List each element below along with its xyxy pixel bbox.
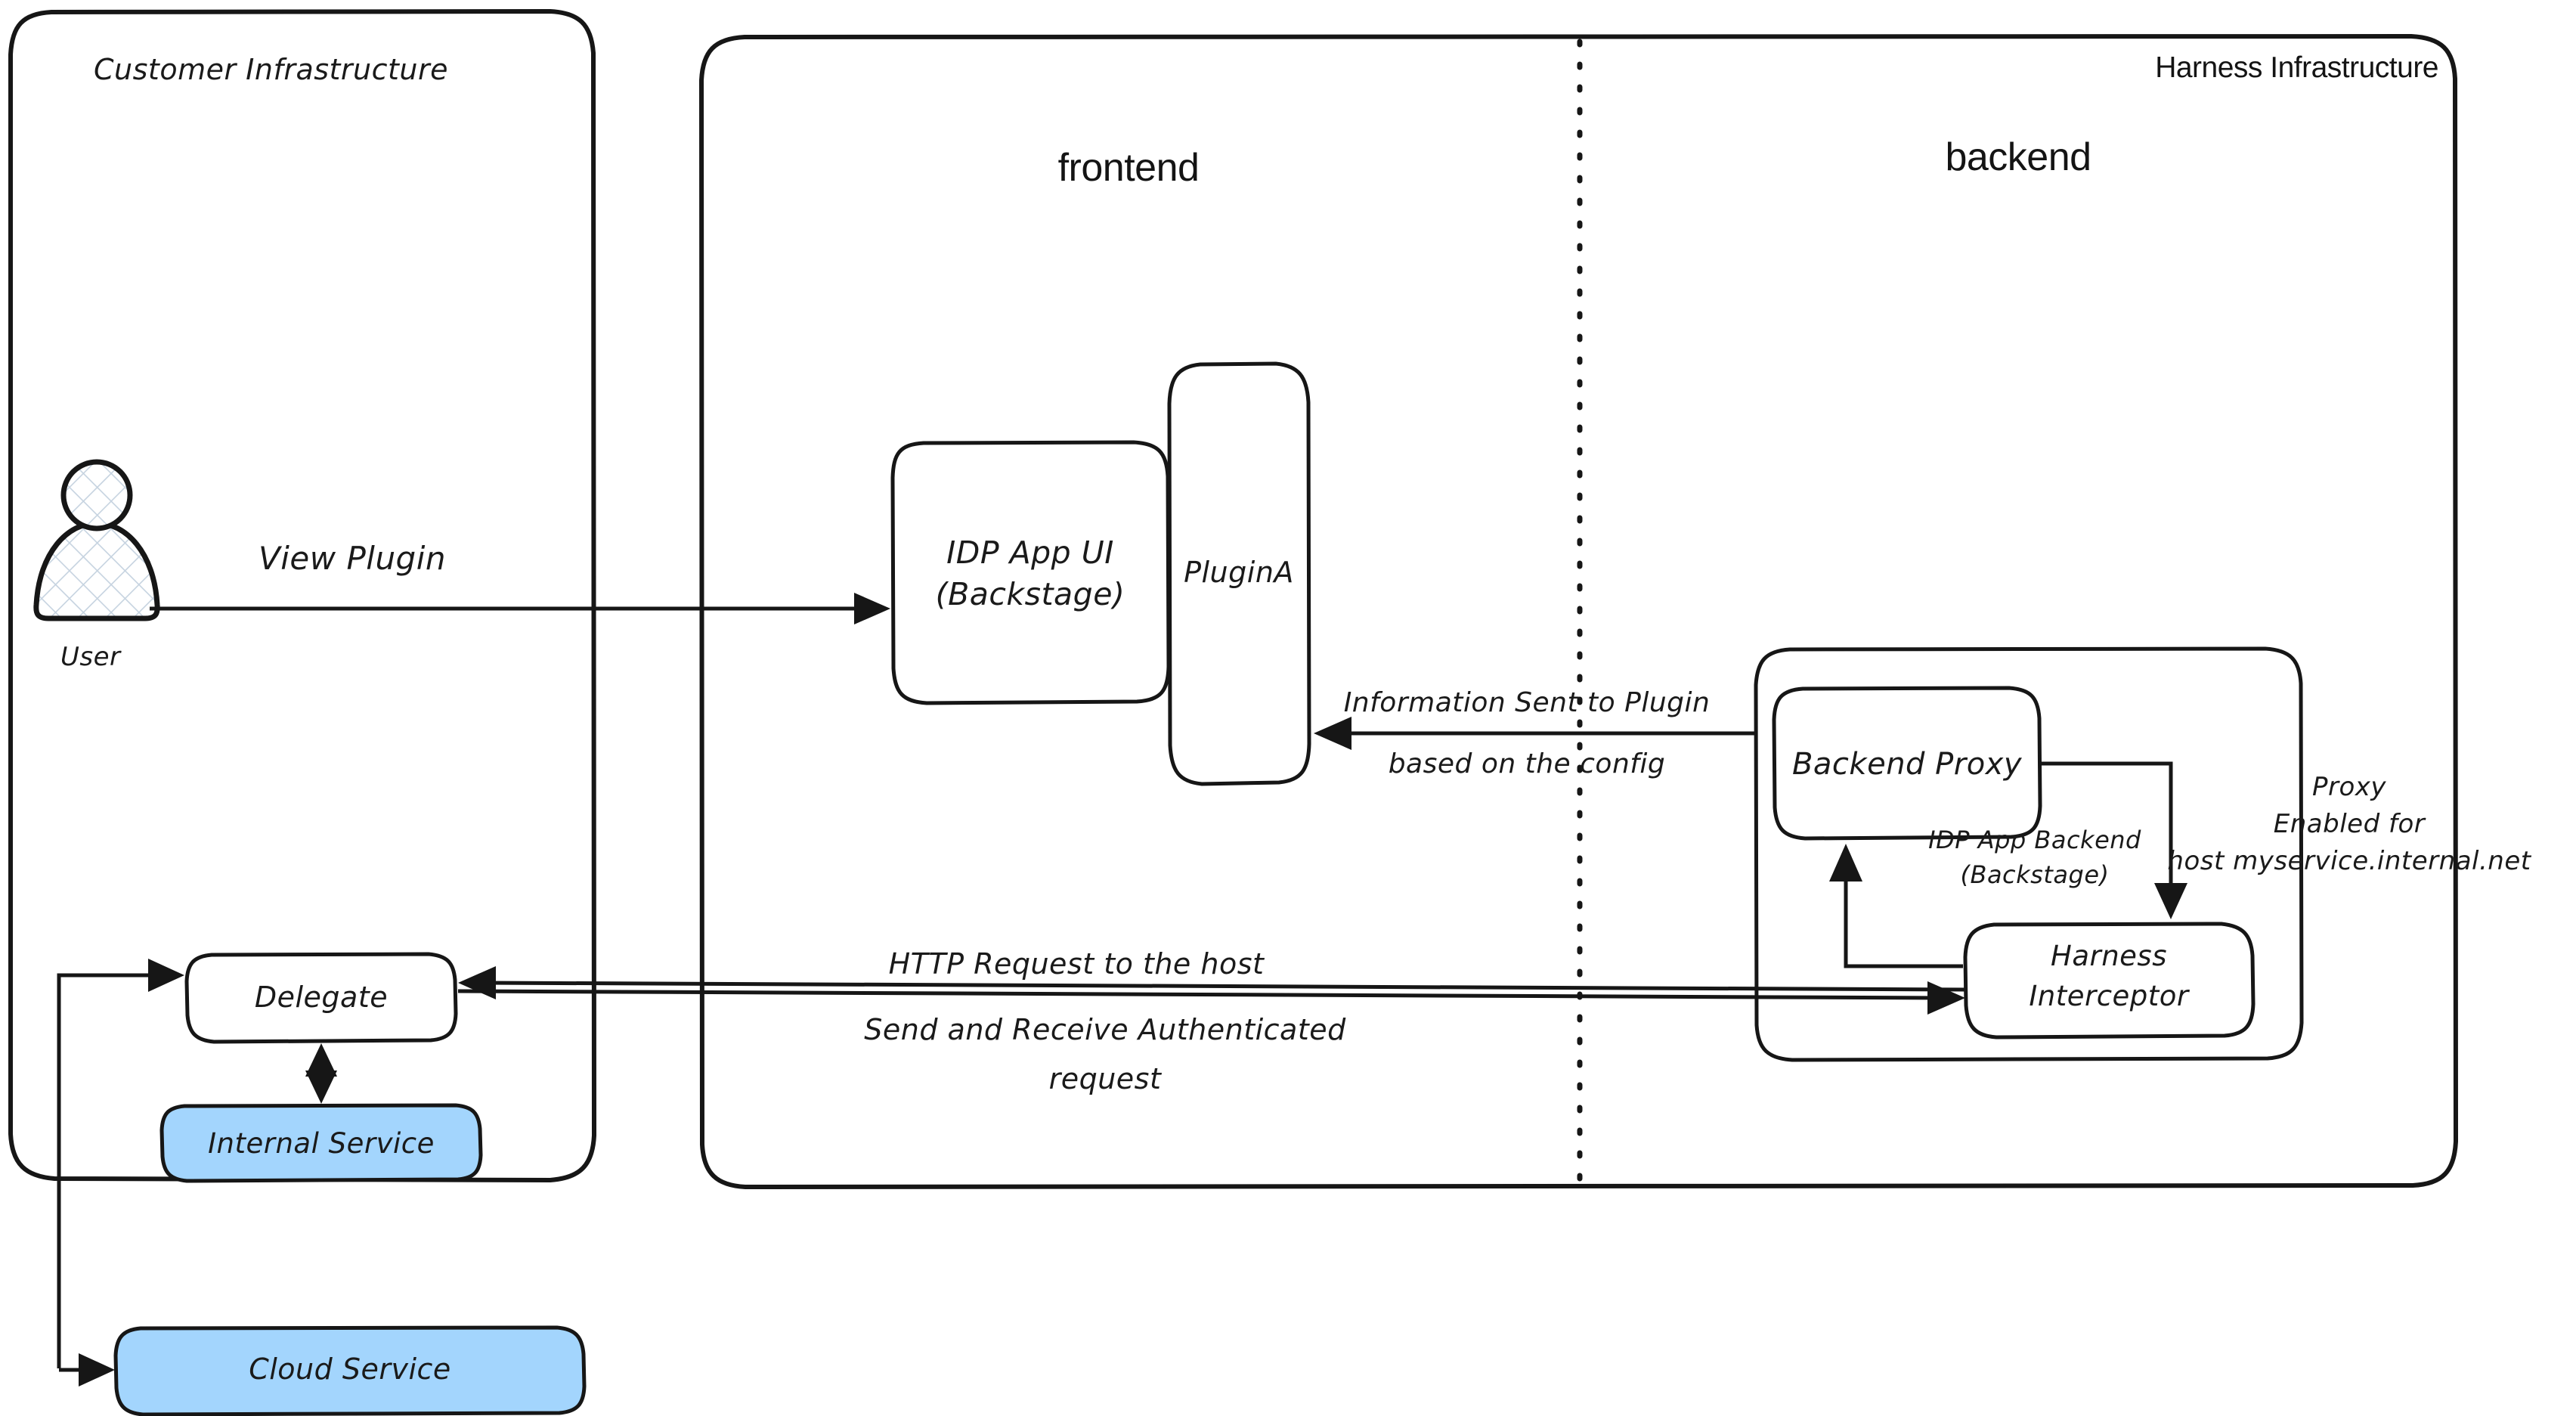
authenticated-request-arrowhead <box>1927 981 1965 1015</box>
harness-interceptor-label-line1: Harness <box>2051 940 2167 972</box>
authenticated-request-label-line2: request <box>1049 1062 1163 1095</box>
proxy-to-interceptor-arrowhead <box>2154 883 2187 919</box>
internal-service-label: Internal Service <box>208 1127 435 1160</box>
edge-authenticated-request <box>457 981 1965 1015</box>
cloud-service-label: Cloud Service <box>249 1352 451 1386</box>
information-to-plugin-label-line1: Information Sent to Plugin <box>1344 687 1711 718</box>
customer-infrastructure-label: Customer Infrastructure <box>94 53 448 86</box>
view-plugin-arrowhead <box>854 593 890 624</box>
node-backend-proxy[interactable]: Backend Proxy <box>1772 686 2042 841</box>
node-delegate[interactable]: Delegate <box>184 952 458 1044</box>
node-idp-app-ui[interactable]: IDP App UI (Backstage) <box>890 440 1171 705</box>
user-label: User <box>60 642 122 672</box>
rail-to-delegate-arrowhead <box>148 959 184 992</box>
view-plugin-label: View Plugin <box>259 540 446 577</box>
edge-proxy-to-interceptor <box>2040 761 2187 919</box>
http-request-label: HTTP Request to the host <box>889 947 1265 981</box>
harness-infrastructure-outline <box>699 34 2458 1189</box>
rail-to-delegate-line <box>57 973 159 1368</box>
backend-proxy-label: Backend Proxy <box>1792 747 2023 782</box>
idp-app-backend-outline <box>1754 646 2304 1062</box>
delegate-internal-service-arrowhead-down <box>305 1071 337 1104</box>
user-actor-icon <box>33 459 160 621</box>
node-harness-interceptor[interactable]: Harness Interceptor <box>1963 922 2256 1040</box>
node-plugin-a[interactable]: PluginA <box>1167 361 1311 786</box>
proxy-enabled-line2: Enabled for <box>2274 809 2426 839</box>
customer-infrastructure-outline <box>8 9 596 1182</box>
idp-app-ui-label-line1: IDP App UI <box>946 534 1114 571</box>
authenticated-request-label-line1: Send and Receive Authenticated <box>864 1013 1346 1046</box>
frontend-lane-label: frontend <box>1058 146 1200 190</box>
information-to-plugin-label-line2: based on the config <box>1389 748 1666 779</box>
idp-app-ui-box[interactable] <box>890 440 1171 705</box>
edge-rail-to-delegate <box>57 959 184 1368</box>
proxy-to-interceptor-line <box>2040 761 2173 894</box>
proxy-enabled-line3: host myservice.internal.net <box>2167 846 2531 876</box>
information-to-plugin-arrowhead <box>1314 717 1351 750</box>
idp-app-backend-label-line1: IDP App Backend <box>1928 826 2141 854</box>
container-customer-infrastructure <box>8 9 596 1182</box>
http-request-line <box>483 981 1966 992</box>
container-idp-app-backend <box>1754 646 2304 1062</box>
harness-interceptor-label-line2: Interceptor <box>2029 980 2191 1012</box>
edge-interceptor-to-proxy <box>1829 844 1963 968</box>
container-harness-infrastructure <box>699 34 2458 1189</box>
proxy-enabled-line1: Proxy <box>2312 772 2386 802</box>
interceptor-to-proxy-line <box>1844 871 1963 968</box>
authenticated-request-line <box>457 989 1940 1000</box>
delegate-label: Delegate <box>255 981 388 1014</box>
delegate-box[interactable] <box>184 952 458 1044</box>
internal-service-box[interactable] <box>159 1103 483 1183</box>
idp-app-backend-label-line2: (Backstage) <box>1961 860 2110 889</box>
harness-infrastructure-label: Harness Infrastructure <box>2155 51 2438 84</box>
interceptor-to-proxy-arrowhead <box>1829 844 1862 882</box>
delegate-internal-service-arrowhead-up <box>305 1043 337 1077</box>
edge-rail-to-cloud-service <box>59 1353 115 1387</box>
node-cloud-service[interactable]: Cloud Service <box>113 1325 587 1416</box>
http-request-arrowhead <box>458 966 496 999</box>
node-internal-service[interactable]: Internal Service <box>159 1103 483 1183</box>
edge-view-plugin <box>150 593 890 624</box>
rail-to-cloud-service-arrowhead <box>79 1353 115 1387</box>
idp-app-ui-label-line2: (Backstage) <box>936 576 1125 612</box>
edge-delegate-internal-service <box>305 1043 337 1104</box>
backend-lane-label: backend <box>1945 135 2091 179</box>
plugin-a-box[interactable] <box>1167 361 1311 786</box>
harness-interceptor-box[interactable] <box>1963 922 2256 1040</box>
edge-information-to-plugin <box>1314 717 1756 750</box>
plugin-a-label: PluginA <box>1184 556 1294 589</box>
cloud-service-box[interactable] <box>113 1325 587 1416</box>
backend-proxy-box[interactable] <box>1772 686 2042 841</box>
